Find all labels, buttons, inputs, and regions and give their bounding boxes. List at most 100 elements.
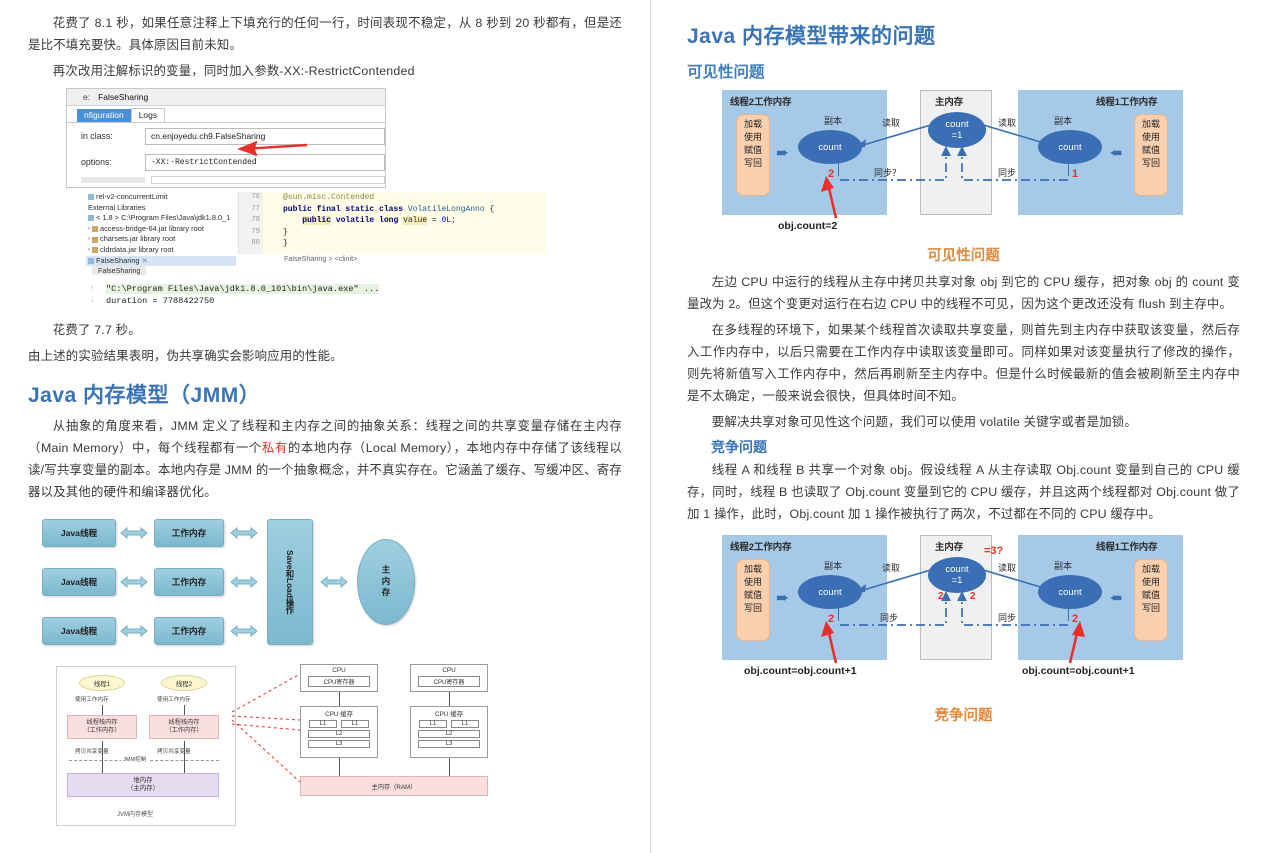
read-arrow-right-icon	[979, 568, 1060, 593]
main-class-field: cn.enjoyedu.ch9.FalseSharing	[145, 127, 385, 145]
heading-visibility-problem: 可见性问题	[687, 64, 765, 81]
stack-label-line2: （工作内存）	[83, 727, 121, 734]
paragraph-visibility-1: 左边 CPU 中运行的线程从主存中拷贝共享对象 obj 到它的 CPU 缓存，把…	[687, 275, 1240, 311]
op-line: 赋值	[743, 145, 762, 155]
main-memory-count-cell: count =1	[928, 112, 986, 148]
sync-dashed-paths-icon	[840, 591, 1068, 626]
op-line: 加载	[743, 564, 762, 574]
jar-icon	[92, 226, 98, 233]
ghost-field	[151, 176, 385, 184]
heap-memory-box: 堆内存 （主内存）	[67, 773, 219, 797]
main-memory-ellipse: 主内存	[357, 539, 415, 625]
cpu-registers-box: CPU寄存器	[418, 676, 480, 687]
l3-box: L3	[308, 740, 370, 748]
stack-label-line1: 线程栈内存	[168, 719, 200, 726]
thread1-stack-box: 线程栈内存 （工作内存）	[67, 715, 137, 739]
diagram-cpu-cache: CPU CPU寄存器 CPU CPU寄存器 CPU 缓存 L1 L1 L2	[232, 660, 512, 830]
thread2-operations-box: 加载 使用 赋值 写回	[736, 114, 770, 196]
thread2-count-cell: count	[798, 575, 862, 609]
sync-label-left: 同步？	[874, 168, 902, 178]
cell-stem	[1068, 162, 1069, 176]
heap-label-line2: （主内存）	[127, 785, 159, 792]
ghost-label	[81, 177, 145, 183]
console-line-2: duration = 7788422750	[106, 296, 215, 306]
count-value: =1	[951, 130, 963, 141]
copy-label: 副本	[1054, 561, 1073, 571]
class-icon	[88, 257, 94, 264]
red-up-arrow-right-icon	[1068, 621, 1085, 664]
diagram-jvm-memory-model: 线程1 线程2 使用工作内存 使用工作内存 线程栈内存 （工作内存） 线程栈内存…	[56, 666, 236, 826]
paragraph-conclusion: 由上述的实验结果表明，伪共享确实会影响应用的性能。	[28, 349, 343, 363]
cell-stem	[1068, 607, 1069, 621]
cpu-label: CPU	[442, 667, 456, 674]
jar-icon	[92, 247, 98, 254]
java-thread-box: Java线程	[42, 519, 116, 547]
dialog-tabs: nfiguration Logs	[67, 106, 385, 123]
thread1-operations-box: 加载 使用 赋值 写回	[1134, 559, 1168, 641]
tree-item-external-libraries: External Libraries	[86, 203, 236, 214]
cpu-registers-box: CPU寄存器	[308, 676, 370, 687]
op-line: 写回	[1141, 158, 1160, 168]
code-line: public volatile long value = 0L;	[302, 216, 456, 226]
l1-row: L1 L1	[309, 720, 369, 728]
main-memory-title: 主内存	[935, 541, 964, 552]
code-lines: @sun.misc.Contended public final static …	[283, 192, 494, 250]
ide-editor-image: rel-v2-concurrentLimit External Librarie…	[86, 192, 546, 282]
jmm-text-part2: 的本地内存（Local Memory），本地内存中存储了该线程以读/写共享变量的…	[28, 441, 622, 499]
double-arrow-icon	[230, 575, 258, 589]
vm-options-label: options:	[81, 157, 112, 167]
diagram-jmm-threads: Java线程 Java线程 Java线程 工作内存 工作内存 工作内存 Save…	[42, 511, 462, 656]
tree-item-label: access-bridge-64.jar library root	[100, 223, 204, 233]
tree-item-label: cldrdata.jar library root	[100, 244, 174, 254]
connector-line	[339, 758, 340, 776]
read-arrow-left-icon	[854, 568, 935, 593]
work-memory-box: 工作内存	[154, 519, 224, 547]
left-column: 花费了 8.1 秒，如果任意注释上下填充行的任何一行，时间表现不稳定，从 8 秒…	[28, 16, 622, 830]
tree-item-module: rel-v2-concurrentLimit	[86, 192, 236, 203]
jmm-text-highlight: 私有	[261, 441, 288, 455]
save-load-box: Save和Load操作	[267, 519, 313, 645]
connector-line	[184, 705, 185, 715]
sync-red-value-left: 2	[938, 591, 944, 602]
run-configuration-dialog-image: e: FalseSharing nfiguration Logs in clas…	[66, 88, 386, 188]
right-column: Java 内存模型带来的问题 可见性问题 线程2工作内存 加载 使用 赋值 写回…	[651, 0, 1280, 853]
op-line: 写回	[1141, 603, 1160, 613]
main-memory-count-cell: count =1	[928, 557, 986, 593]
save-load-label: Save和Load操作	[285, 549, 295, 615]
chevron-right-icon: ›	[88, 246, 90, 253]
thread1-working-memory-title: 线程1工作内存	[1096, 96, 1158, 107]
thread2-count-cell: count	[798, 130, 862, 164]
main-memory-label: 主内存	[381, 564, 391, 600]
main-memory-red-question: =3?	[984, 545, 1004, 557]
read-label-right: 读取	[998, 118, 1017, 128]
thick-arrow-left-icon: ➨	[1109, 145, 1123, 162]
thread1-count-cell: count	[1038, 130, 1102, 164]
read-label-left: 读取	[882, 563, 901, 573]
tree-item-cldrdata-jar: › cldrdata.jar library root	[86, 245, 236, 256]
copy-label: 副本	[824, 116, 843, 126]
caption-race-problem: 竞争问题	[934, 708, 993, 724]
double-arrow-icon	[230, 624, 258, 638]
line-number: 76	[251, 193, 260, 201]
column-divider	[650, 0, 651, 853]
work-memory-box: 工作内存	[154, 617, 224, 645]
diagram2-caption-left: obj.count=obj.count+1	[744, 665, 857, 677]
read-arrow-right-icon	[979, 123, 1060, 148]
copy-shared-var-label: 拷贝共享变量	[157, 749, 191, 755]
heading-race-problem: 竞争问题	[711, 439, 767, 455]
tree-item-label: charsets.jar library root	[100, 234, 176, 244]
line-number: 80	[251, 239, 260, 248]
paragraph-timing-8s: 花费了 8.1 秒，如果任意注释上下填充行的任何一行，时间表现不稳定，从 8 秒…	[28, 16, 622, 52]
l3-box: L3	[418, 740, 480, 748]
main-memory-box	[920, 90, 992, 215]
double-arrow-icon	[120, 624, 148, 638]
chevron-right-icon: ›	[88, 225, 90, 232]
thread1-red-value: 1	[1072, 168, 1079, 180]
thread2-working-memory-title: 线程2工作内存	[730, 96, 792, 107]
paragraph-annotation-param: 再次改用注解标识的变量，同时加入参数-XX:-RestrictContended	[52, 64, 415, 78]
tree-item-label: FalseSharing	[96, 255, 140, 265]
l1-box: L1	[451, 720, 479, 728]
paragraph-visibility-3: 要解决共享对象可见性这个问题，我们可以使用 volatile 关键字或者是加锁。	[711, 415, 1137, 429]
sync-dashed-paths-icon	[840, 146, 1068, 181]
tree-item-jdk: < 1.8 > C:\Program Files\Java\jdk1.8.0_1	[86, 213, 236, 224]
